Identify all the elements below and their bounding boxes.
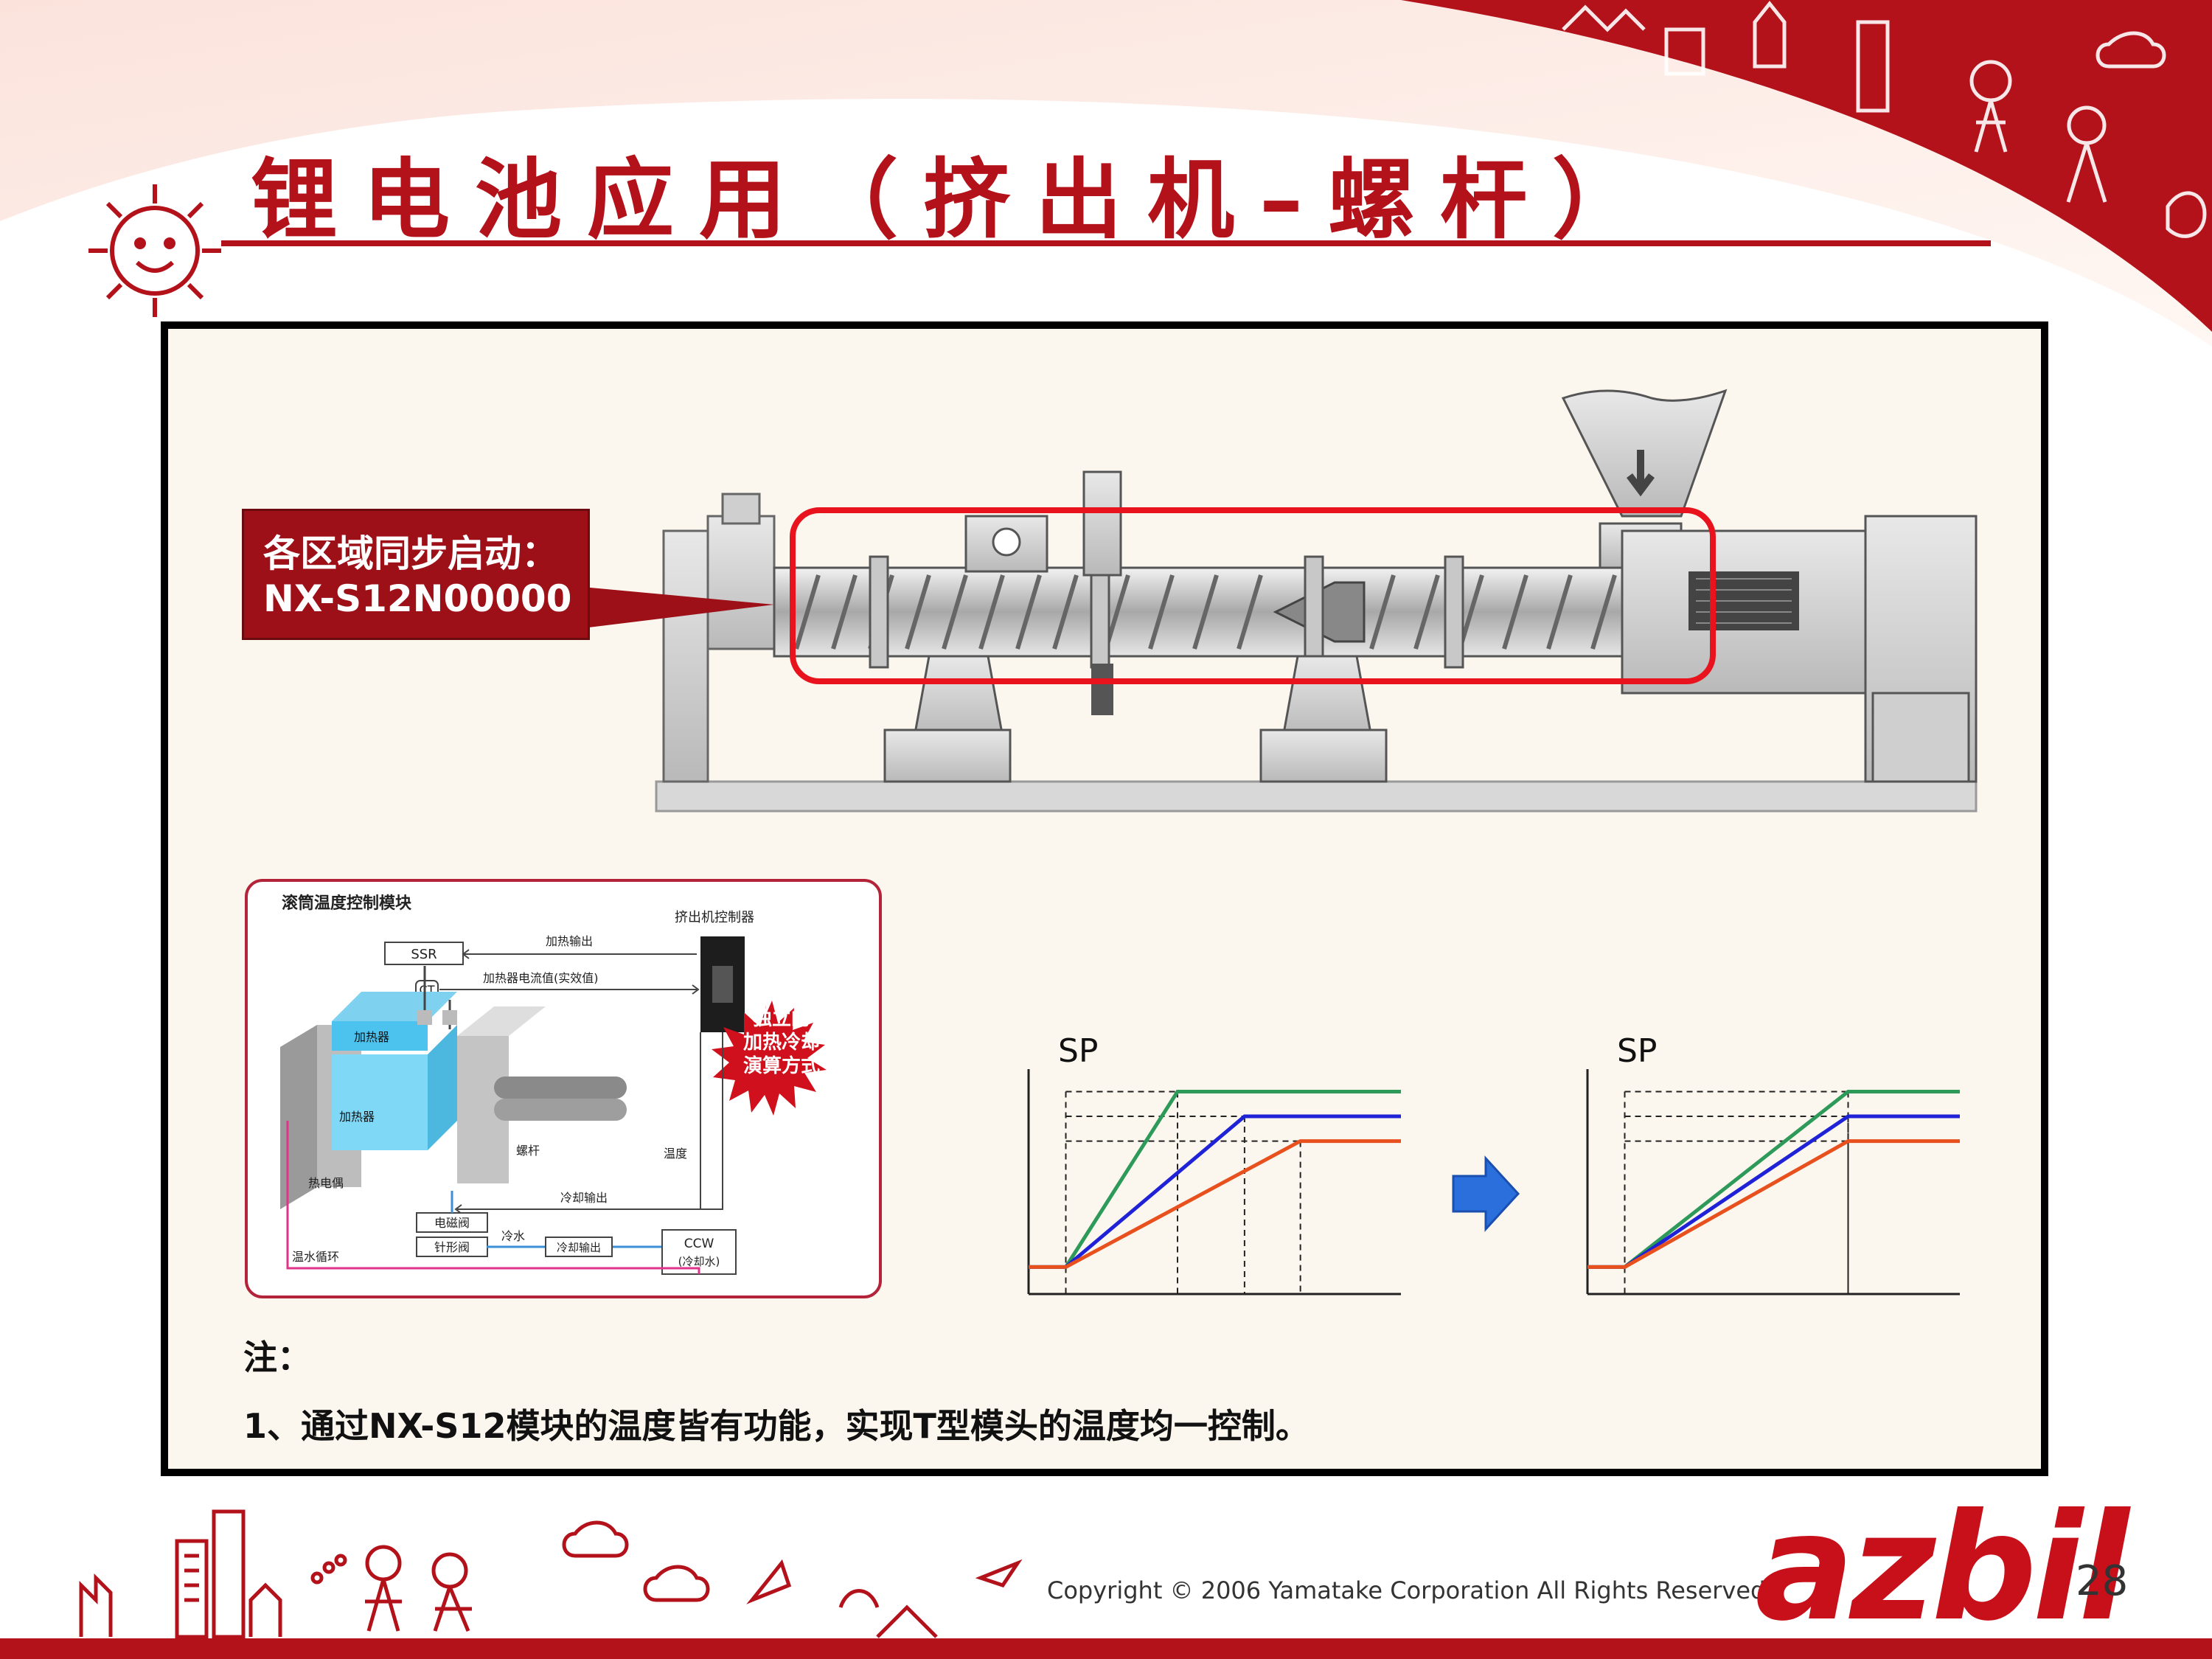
series-line-1 (1587, 1114, 1960, 1269)
ccw-label: CCW (684, 1237, 714, 1251)
temperature-label: 温度 (664, 1147, 687, 1161)
chart-left-sp-label: SP (1058, 1032, 1098, 1070)
callout-pointer (582, 587, 774, 628)
screw-label: 螺杆 (516, 1144, 540, 1158)
header-doodles (1562, 0, 2207, 238)
footer-doodles (79, 1509, 1023, 1639)
chart-right: SP (1586, 1032, 1960, 1295)
title-underline (221, 240, 1991, 246)
controller-label: 挤出机控制器 (675, 910, 754, 925)
barrel-highlight (790, 507, 1716, 684)
series-line-1 (1029, 1114, 1401, 1269)
starburst-badge (712, 1001, 827, 1116)
heat-output-label: 加热输出 (546, 934, 593, 948)
note-line-1: 1、通过NX-S12模块的温度皆有功能，实现T型模头的温度均一控制。 (243, 1406, 1310, 1446)
chart-left: SP (1027, 1032, 1401, 1295)
starburst-line2: 加热冷却 (743, 1031, 820, 1054)
arrow-right-icon (1452, 1155, 1520, 1232)
copyright-text: Copyright © 2006 Yamatake Corporation Al… (1047, 1576, 1773, 1604)
series-line-2 (1587, 1139, 1960, 1269)
module-diagram: 滚筒温度控制模块 挤出机控制器 SSR CT 加热输出 加热器电流值(实效值) … (245, 879, 882, 1298)
series-line-2 (1029, 1139, 1401, 1269)
callout-box: 各区域同步启动： NX-S12N00000 (242, 509, 590, 640)
cold-water-label: 冷水 (501, 1229, 525, 1243)
chart-right-sp-label: SP (1617, 1032, 1657, 1070)
footer-bar (0, 1638, 2212, 1659)
page-title: 锂电池应用（挤出机–螺杆） (251, 149, 1665, 251)
ccw-sub-label: (冷却水) (678, 1255, 720, 1268)
callout-line2: NX-S12N00000 (263, 577, 572, 620)
heater-top-label: 加热器 (354, 1030, 389, 1044)
page-number: 28 (2076, 1557, 2129, 1605)
extruder-illustration (655, 389, 1978, 813)
cooling-output-label-1: 冷却输出 (560, 1191, 608, 1205)
heater-side-label: 加热器 (339, 1110, 375, 1124)
heater-current-label: 加热器电流值(实效值) (483, 971, 599, 985)
azbil-logo: azbil (1755, 1482, 2129, 1654)
ssr-label: SSR (411, 947, 437, 962)
sun-icon (88, 184, 221, 317)
warm-water-label: 温水循环 (292, 1250, 339, 1264)
needle-valve-label: 针形阀 (434, 1240, 470, 1254)
cooling-output-label-2: 冷却输出 (557, 1241, 601, 1254)
thermocouple-label: 热电偶 (308, 1176, 344, 1190)
solenoid-valve-label: 电磁阀 (434, 1216, 470, 1230)
callout-line1: 各区域同步启动： (263, 532, 558, 575)
starburst-line1: 独立的 (753, 1007, 810, 1030)
starburst-line3: 演算方式 (743, 1054, 820, 1077)
note-title: 注： (243, 1338, 311, 1377)
module-title: 滚筒温度控制模块 (282, 894, 412, 913)
